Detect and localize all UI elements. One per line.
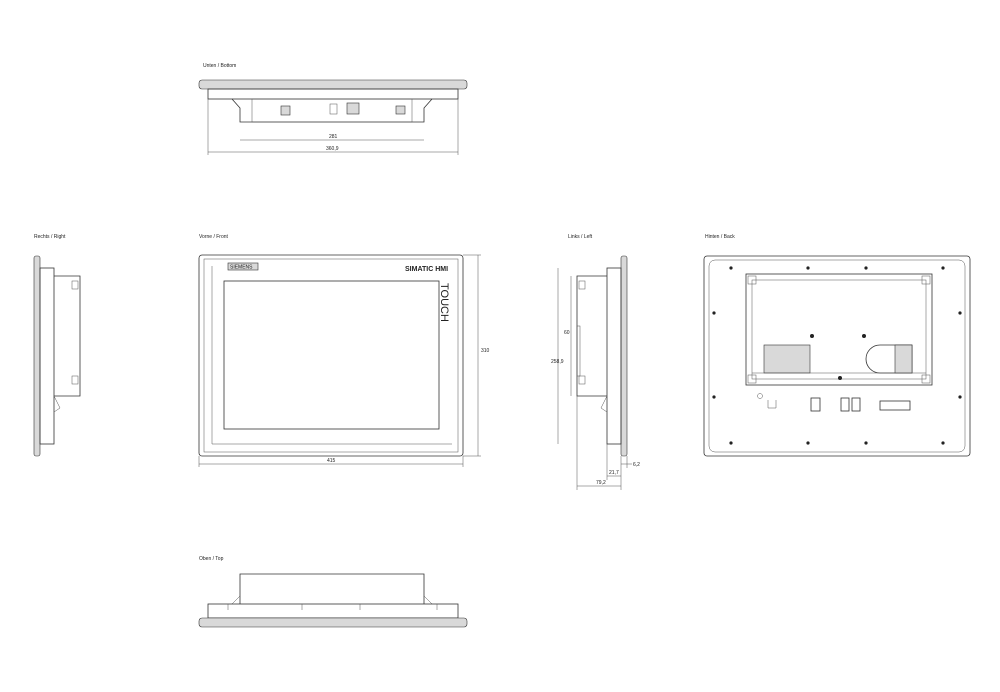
left-housing <box>606 267 622 445</box>
right-clamp-top <box>71 280 79 290</box>
top-housing-taper <box>231 595 433 605</box>
back-ground-screw <box>757 393 763 399</box>
front-dim-width: 415 <box>327 458 336 464</box>
back-view-label: Hinten / Back <box>705 234 735 240</box>
back-mount-hole <box>864 266 868 270</box>
back-mount-hole <box>806 266 810 270</box>
bottom-housing-lip <box>207 88 459 100</box>
back-mount-hole <box>712 311 716 315</box>
left-housing-body <box>576 275 607 397</box>
bottom-usb-port <box>329 103 338 115</box>
back-mount-hole <box>729 441 733 445</box>
left-dim-a: 60 <box>564 330 570 336</box>
back-screw <box>838 376 842 380</box>
back-housing <box>745 273 933 386</box>
back-mount-hole <box>864 441 868 445</box>
right-clamp-bottom <box>71 375 79 385</box>
left-clamp-top <box>578 280 586 290</box>
left-view: Links / Left 60 258,9 6,2 21,7 79,2 <box>551 234 640 490</box>
back-ground-terminal <box>767 400 777 409</box>
right-connector-stub <box>53 395 61 413</box>
top-housing-body <box>239 573 425 604</box>
top-housing-lip <box>207 603 459 619</box>
front-view: Vorne / Front SIEMENS SIMATIC HMI TOUCH … <box>198 234 490 467</box>
bottom-view: Unten / Bottom 281 360,9 <box>198 63 468 155</box>
left-dim-c: 6,2 <box>633 462 640 468</box>
right-view-label: Rechts / Right <box>34 234 66 240</box>
back-mount-hole <box>958 311 962 315</box>
back-outer-frame <box>703 255 971 457</box>
back-clamp-bl <box>747 374 757 384</box>
back-usb-port <box>810 397 821 412</box>
bottom-view-label: Unten / Bottom <box>203 63 236 69</box>
back-ethernet-port-1 <box>840 397 850 412</box>
back-clamp-br <box>921 374 931 384</box>
front-outer-frame <box>198 254 464 457</box>
front-view-label: Vorne / Front <box>199 234 229 240</box>
left-dim-e: 79,2 <box>596 480 606 486</box>
bottom-usb-port-2 <box>395 105 406 115</box>
bottom-front-bezel <box>198 79 468 90</box>
back-screw <box>810 334 814 338</box>
left-side-slot <box>576 325 581 377</box>
front-brand-badge <box>227 262 259 271</box>
back-power-terminal <box>879 400 911 411</box>
front-touch-text: TOUCH <box>438 283 450 322</box>
back-mount-hole <box>958 395 962 399</box>
left-view-label: Links / Left <box>568 234 593 240</box>
back-clamp-tl <box>747 275 757 285</box>
top-view-label: Oben / Top <box>199 556 224 562</box>
top-front-bezel <box>198 617 468 628</box>
right-view: Rechts / Right <box>33 234 81 457</box>
bottom-power-connector <box>280 105 291 116</box>
right-front-bezel <box>33 255 41 457</box>
back-mount-hole <box>941 266 945 270</box>
left-dim-b: 258,9 <box>551 359 564 365</box>
bottom-dim-outer: 360,9 <box>326 146 339 152</box>
back-mount-hole <box>712 395 716 399</box>
left-front-bezel <box>620 255 628 457</box>
back-mount-hole <box>806 441 810 445</box>
back-ethernet-port-2 <box>851 397 861 412</box>
front-display <box>223 280 440 430</box>
back-mount-hole <box>941 441 945 445</box>
top-view: Oben / Top <box>198 556 468 628</box>
bottom-connector-panel <box>251 98 413 123</box>
front-brand-text: SIMATIC HMI <box>405 266 448 273</box>
bottom-dim-inner: 281 <box>329 134 338 140</box>
front-bezel <box>203 258 459 453</box>
front-bezel-groove <box>211 266 452 445</box>
right-housing <box>39 267 55 445</box>
back-clamp-tr <box>921 275 931 285</box>
back-memory-slot <box>894 344 913 374</box>
back-inner-frame <box>708 259 966 453</box>
back-screw <box>862 334 866 338</box>
left-connector-stub <box>600 395 608 413</box>
front-dim-height: 310 <box>481 348 490 354</box>
right-housing-body <box>54 275 81 397</box>
bottom-ethernet-port <box>346 102 360 115</box>
front-brand-badge-text: SIEMENS <box>230 265 253 271</box>
left-clamp-bottom <box>578 375 586 385</box>
back-mount-hole <box>729 266 733 270</box>
back-label-plate <box>763 344 811 374</box>
back-view: Hinten / Back <box>703 234 971 457</box>
left-dim-d: 21,7 <box>609 470 619 476</box>
